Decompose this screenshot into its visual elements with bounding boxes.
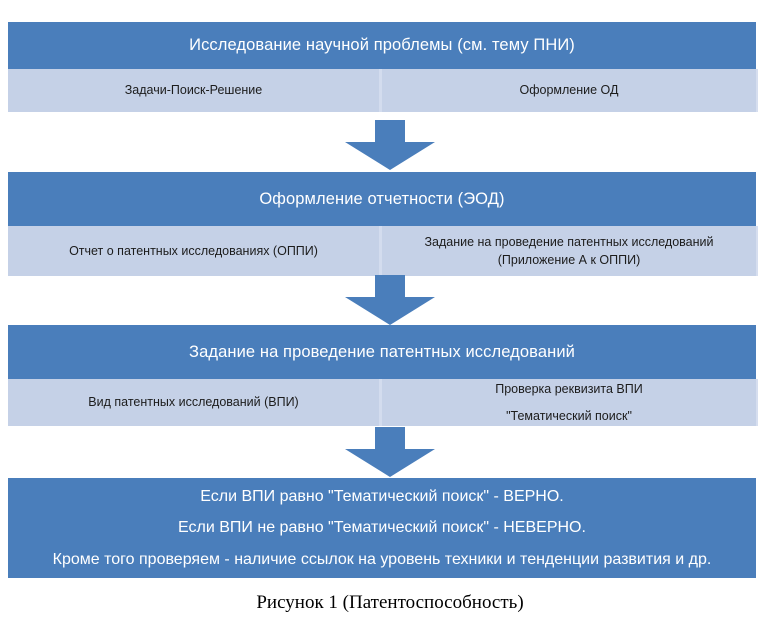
down-arrow-2 — [345, 275, 435, 325]
stage-1-header: Исследование научной проблемы (см. тему … — [8, 22, 756, 69]
stage-1-column-right: Оформление ОД — [382, 69, 756, 112]
stage-1-columns: Задачи-Поиск-Решение Оформление ОД — [8, 69, 758, 112]
stage-2-header: Оформление отчетности (ЭОД) — [8, 172, 756, 226]
stage-3-header: Задание на проведение патентных исследов… — [8, 325, 756, 379]
stage-3-right-line-1: Проверка реквизита ВПИ — [495, 382, 643, 397]
conclusion-block: Если ВПИ равно "Тематический поиск" - ВЕ… — [8, 478, 756, 578]
stage-2-columns: Отчет о патентных исследованиях (ОППИ) З… — [8, 226, 758, 276]
stage-3-column-right: Проверка реквизита ВПИ "Тематический пои… — [382, 379, 756, 426]
stage-2-right-line-2: (Приложение А к ОППИ) — [497, 253, 641, 267]
stage-2-column-left: Отчет о патентных исследованиях (ОППИ) — [8, 226, 382, 276]
stage-2-left-line-1: Отчет о патентных исследованиях (ОППИ) — [69, 243, 318, 258]
stage-2-right-line-1: Задание на проведение патентных исследов… — [424, 234, 714, 249]
conclusion-line-2: Если ВПИ не равно "Тематический поиск" -… — [178, 519, 586, 537]
stage-1-column-left: Задачи-Поиск-Решение — [8, 69, 382, 112]
stage-3-column-left: Вид патентных исследований (ВПИ) — [8, 379, 382, 426]
conclusion-line-3: Кроме того проверяем - наличие ссылок на… — [52, 550, 712, 568]
stage-3-left-line-1: Вид патентных исследований (ВПИ) — [88, 394, 299, 409]
stage-1-right-line-1: Оформление ОД — [519, 82, 619, 97]
down-arrow-1 — [345, 120, 435, 170]
flow-stage-1: Исследование научной проблемы (см. тему … — [8, 22, 758, 112]
stage-3-right-line-2: "Тематический поиск" — [506, 408, 632, 423]
flow-stage-3: Задание на проведение патентных исследов… — [8, 325, 758, 426]
stage-1-left-line-1: Задачи-Поиск-Решение — [124, 82, 263, 97]
down-arrow-3 — [345, 427, 435, 477]
stage-2-column-right: Задание на проведение патентных исследов… — [382, 226, 756, 276]
conclusion-line-1: Если ВПИ равно "Тематический поиск" - ВЕ… — [200, 488, 564, 506]
figure-caption: Рисунок 1 (Патентоспособность) — [256, 592, 524, 613]
stage-3-columns: Вид патентных исследований (ВПИ) Проверк… — [8, 379, 758, 426]
flow-stage-2: Оформление отчетности (ЭОД) Отчет о пате… — [8, 172, 758, 276]
